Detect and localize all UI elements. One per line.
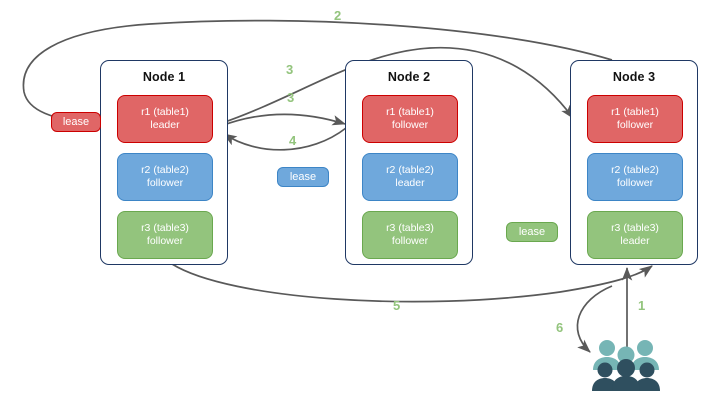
step-label-4: 4 xyxy=(289,133,297,148)
replica-name: r3 (table3) xyxy=(611,222,659,234)
replica-name: r2 (table2) xyxy=(386,164,434,176)
replica-name: r1 (table1) xyxy=(611,106,659,118)
replica-r2-node3[interactable]: r2 (table2) follower xyxy=(587,153,683,201)
replica-r2-node1[interactable]: r2 (table2) follower xyxy=(117,153,213,201)
lease-badge-blue[interactable]: lease xyxy=(277,167,329,187)
step-label-3b: 3 xyxy=(287,90,295,105)
replica-role: leader xyxy=(150,119,180,131)
node-container-2[interactable]: Node 2 r1 (table1) follower r2 (table2) … xyxy=(345,60,473,265)
replica-r1-node1[interactable]: r1 (table1) leader xyxy=(117,95,213,143)
node-title-3: Node 3 xyxy=(612,70,656,84)
replica-r2-node2[interactable]: r2 (table2) leader xyxy=(362,153,458,201)
replica-r1-node3[interactable]: r1 (table1) follower xyxy=(587,95,683,143)
step-label-1: 1 xyxy=(638,298,646,313)
replica-role: follower xyxy=(616,119,654,131)
replica-role: follower xyxy=(146,177,184,189)
step-label-2: 2 xyxy=(334,8,342,23)
replica-name: r3 (table3) xyxy=(141,222,189,234)
edge-5-node1-to-node3 xyxy=(171,263,653,303)
replica-role: follower xyxy=(391,119,429,131)
replica-r3-node3[interactable]: r3 (table3) leader xyxy=(587,211,683,259)
replica-name: r3 (table3) xyxy=(386,222,434,234)
replica-name: r2 (table2) xyxy=(611,164,659,176)
step-label-5: 5 xyxy=(393,298,401,313)
step-label-3a: 3 xyxy=(286,62,294,77)
replica-role: follower xyxy=(146,235,184,247)
replica-name: r1 (table1) xyxy=(386,106,434,118)
users-icon xyxy=(592,340,660,391)
edge-4-node2-to-node1 xyxy=(223,127,347,151)
replica-role: leader xyxy=(620,235,650,247)
replica-role: leader xyxy=(395,177,425,189)
replica-role: follower xyxy=(391,235,429,247)
replica-name: r1 (table1) xyxy=(141,106,189,118)
node-container-3[interactable]: Node 3 r1 (table1) follower r2 (table2) … xyxy=(570,60,698,265)
node-container-1[interactable]: Node 1 r1 (table1) leader r2 (table2) fo… xyxy=(100,60,228,265)
node-title-2: Node 2 xyxy=(387,70,431,84)
lease-badge-green[interactable]: lease xyxy=(506,222,558,242)
lease-badge-red[interactable]: lease xyxy=(51,112,101,132)
replica-r3-node1[interactable]: r3 (table3) follower xyxy=(117,211,213,259)
replica-role: follower xyxy=(616,177,654,189)
node-title-1: Node 1 xyxy=(142,70,186,84)
replica-name: r2 (table2) xyxy=(141,164,189,176)
replica-r3-node2[interactable]: r3 (table3) follower xyxy=(362,211,458,259)
edge-3-node1-to-node2 xyxy=(220,113,346,127)
replica-r1-node2[interactable]: r1 (table1) follower xyxy=(362,95,458,143)
step-label-6: 6 xyxy=(556,320,564,335)
